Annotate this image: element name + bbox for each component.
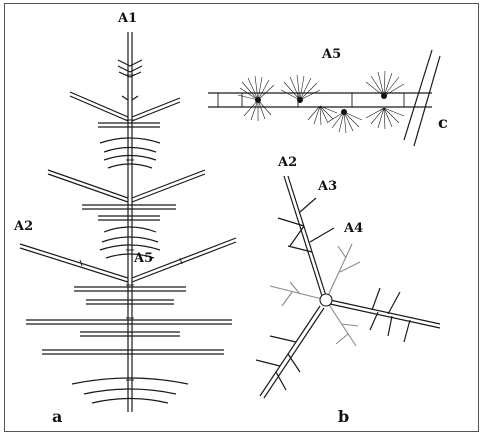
- label-a4-panel-b: A4: [343, 221, 363, 236]
- lower-horizontal-branches: [26, 287, 232, 354]
- arc-group-3: [72, 378, 188, 403]
- whorl-center: [320, 294, 332, 306]
- short-branch-1: [98, 123, 160, 127]
- panel-label-c: c: [438, 113, 448, 132]
- panel-b-whorl: [256, 176, 440, 398]
- needle-fans: [238, 71, 404, 133]
- branch-pair-2: [48, 170, 205, 202]
- label-a1: A1: [117, 11, 137, 26]
- branch-pair-1: [70, 92, 180, 121]
- panel-label-b: b: [338, 407, 349, 426]
- apical-buds: [118, 60, 142, 100]
- black-branches: [256, 176, 440, 398]
- panel-a-plant: [20, 32, 236, 412]
- panel-label-a: a: [52, 407, 62, 426]
- label-a5-panel-c: A5: [321, 47, 341, 62]
- label-a5-panel-a: A5: [133, 251, 153, 266]
- label-a2-panel-b: A2: [277, 155, 297, 170]
- panel-c-shoot: [208, 50, 440, 146]
- label-a2-panel-a: A2: [13, 219, 33, 234]
- label-a3-panel-b: A3: [317, 179, 337, 194]
- short-branch-2: [82, 205, 176, 220]
- arc-group-1: [100, 138, 160, 168]
- main-axis-a1: [126, 32, 134, 412]
